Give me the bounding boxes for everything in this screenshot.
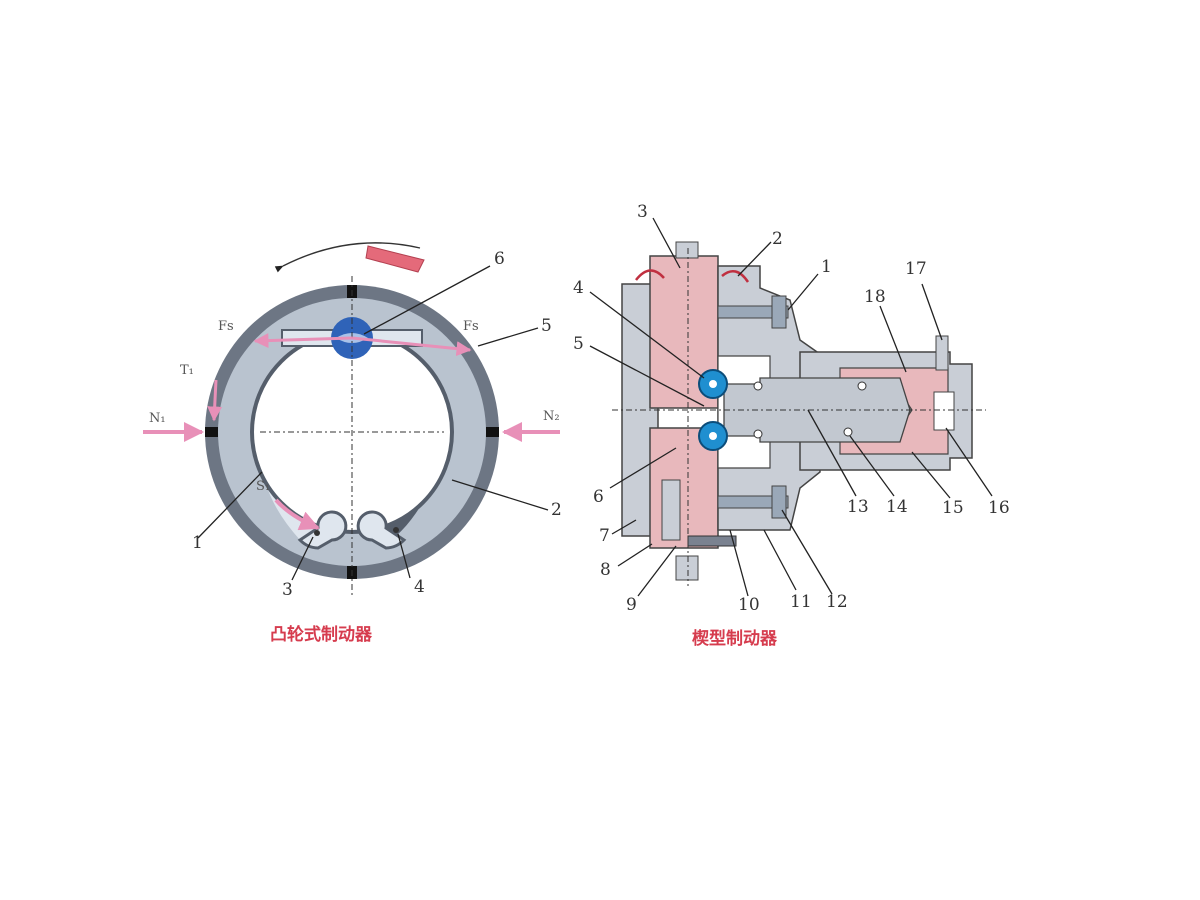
wedge-part-13: 13 [847, 497, 869, 517]
wedge-part-18: 18 [864, 287, 886, 307]
cam-part-3: 3 [282, 580, 293, 600]
rotation-direction-marker [365, 245, 425, 273]
force-arrow-t1 [207, 379, 223, 422]
cam-brake-caption: 凸轮式制动器 [270, 624, 373, 645]
wedge-part-16: 16 [988, 498, 1010, 518]
wedge-part-6: 6 [593, 487, 604, 507]
force-arrow-s1 [274, 498, 320, 531]
wedge-part-1: 1 [821, 257, 832, 277]
wedge-part-7: 7 [599, 526, 610, 546]
cam-part-2: 2 [551, 500, 562, 520]
cam-part-6: 6 [494, 249, 505, 269]
label-fs-left: Fs [218, 319, 234, 334]
cam-part-1: 1 [192, 533, 203, 553]
wedge-part-9: 9 [626, 595, 637, 615]
pivot-pin-4 [393, 527, 399, 533]
cam-part-5: 5 [541, 316, 552, 336]
wedge-part-8: 8 [600, 560, 611, 580]
wedge-part-2: 2 [772, 229, 783, 249]
cam-part-4: 4 [414, 577, 425, 597]
wedge-part-14: 14 [886, 497, 908, 517]
wedge-part-17: 17 [905, 259, 927, 279]
label-t1: T₁ [180, 363, 194, 378]
rotation-arrow [274, 242, 421, 273]
wedge-brake-caption: 楔型制动器 [692, 628, 778, 649]
cam-brake-diagram: Fs Fs T₁ N₁ N₂ S₁ 1 2 3 4 5 6 凸轮式制动器 [143, 242, 562, 645]
wedge-part-10: 10 [738, 595, 760, 615]
wedge-part-3: 3 [637, 202, 648, 222]
force-arrow-fs-left [253, 333, 353, 349]
wedge-part-5: 5 [573, 334, 584, 354]
wedge-part-4: 4 [573, 278, 584, 298]
wedge-brake-diagram: 1 2 3 4 5 6 7 8 9 10 11 12 13 14 15 16 1… [573, 202, 1010, 649]
wedge-part-15: 15 [942, 498, 964, 518]
label-s1: S₁ [256, 479, 270, 494]
label-n2: N₂ [543, 409, 560, 424]
force-arrow-fs-right [351, 336, 472, 357]
bleeder-screw [935, 335, 949, 371]
pivot-pin-3 [314, 530, 320, 536]
wedge-part-11: 11 [790, 592, 812, 612]
wedge-part-12: 12 [826, 592, 848, 612]
label-fs-right: Fs [463, 319, 479, 334]
label-n1: N₁ [149, 411, 166, 426]
